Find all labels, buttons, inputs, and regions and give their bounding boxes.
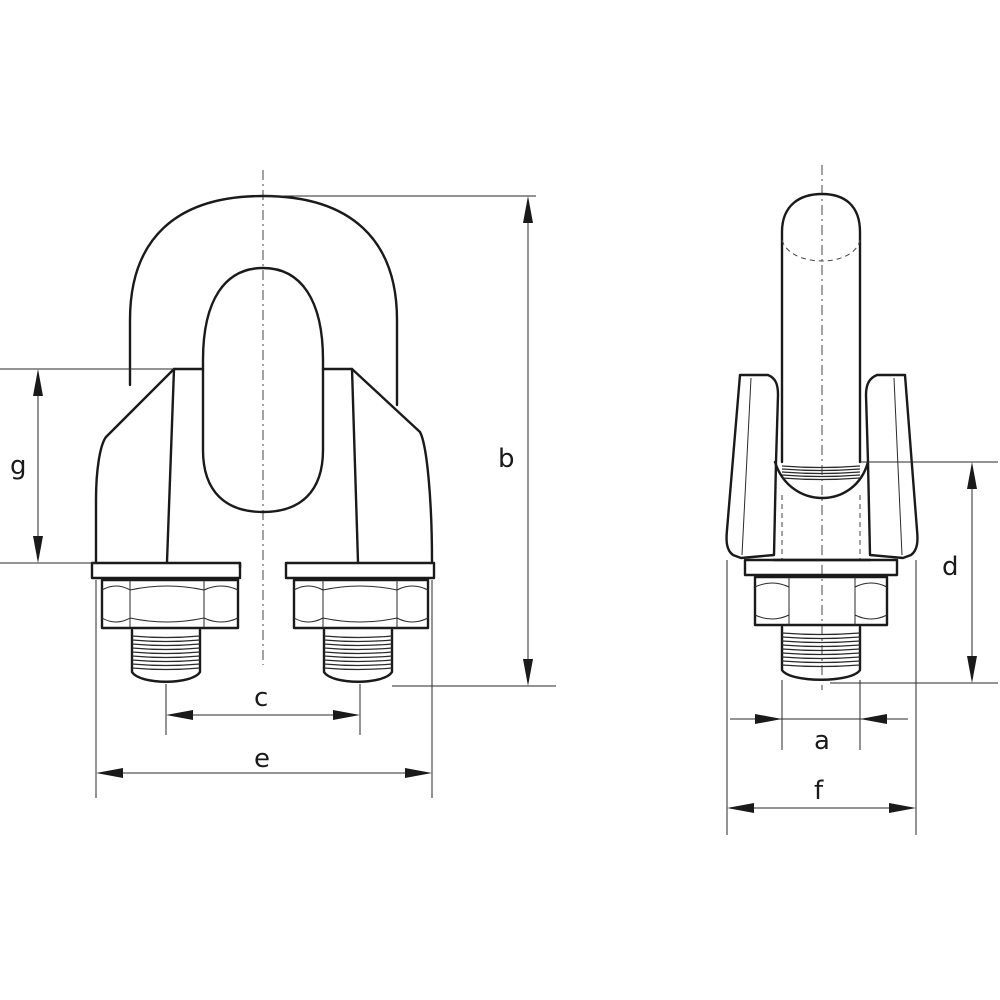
thread-line xyxy=(131,639,201,643)
rod-hidden-curve xyxy=(781,239,861,262)
thread-line xyxy=(781,474,861,478)
saddle-body xyxy=(94,367,434,564)
thread-line xyxy=(323,639,393,643)
saddle-side-left xyxy=(725,373,780,560)
u-bolt-leg xyxy=(780,192,862,464)
label-d: d xyxy=(942,552,959,582)
side-dimensions xyxy=(726,461,998,835)
thread-line xyxy=(131,651,201,655)
thread-line xyxy=(323,635,393,639)
saddle-side-right xyxy=(864,373,919,560)
thread-line xyxy=(323,643,393,647)
thread-line xyxy=(131,663,201,667)
u-bolt-inner-slot xyxy=(201,266,325,514)
thread-line xyxy=(781,656,861,660)
thread-line xyxy=(131,643,201,647)
thread-line xyxy=(781,640,861,644)
front-dimensions xyxy=(0,195,556,798)
left-nut xyxy=(100,578,240,630)
side-thread xyxy=(780,625,862,681)
thread-line xyxy=(781,636,861,640)
label-c: c xyxy=(254,683,268,713)
label-e: e xyxy=(254,744,270,774)
thread-line xyxy=(323,667,393,671)
thread-line xyxy=(781,648,861,652)
side-base-plate xyxy=(743,558,899,577)
thread-line xyxy=(323,663,393,667)
saddle-inner-right xyxy=(350,367,360,564)
left-thread xyxy=(130,628,202,683)
thread-line xyxy=(323,659,393,663)
thread-line xyxy=(781,471,861,475)
thread-line xyxy=(781,660,861,664)
thread-line xyxy=(131,667,201,671)
side-view xyxy=(725,165,919,690)
thread-line xyxy=(781,664,861,668)
thread-line xyxy=(131,647,201,651)
label-g: g xyxy=(10,451,27,481)
label-f: f xyxy=(814,776,824,806)
label-b: b xyxy=(498,444,515,474)
thread-line xyxy=(781,468,861,472)
thread-line xyxy=(131,655,201,659)
thread-line xyxy=(781,465,861,469)
thread-line xyxy=(131,635,201,639)
right-thread xyxy=(322,628,394,683)
thread-line xyxy=(781,644,861,648)
thread-line xyxy=(131,659,201,663)
saddle-base-left xyxy=(90,561,242,580)
thread-line xyxy=(781,652,861,656)
saddle-base-right xyxy=(284,561,436,580)
thread-line xyxy=(781,632,861,636)
thread-line xyxy=(323,655,393,659)
front-view xyxy=(90,170,436,683)
label-a: a xyxy=(814,726,830,756)
saddle-inner-left xyxy=(165,367,176,564)
thread-line xyxy=(781,477,861,481)
right-nut xyxy=(292,578,430,630)
rope-groove xyxy=(773,460,870,499)
side-nut xyxy=(753,575,889,627)
thread-line xyxy=(323,647,393,651)
thread-line xyxy=(323,651,393,655)
